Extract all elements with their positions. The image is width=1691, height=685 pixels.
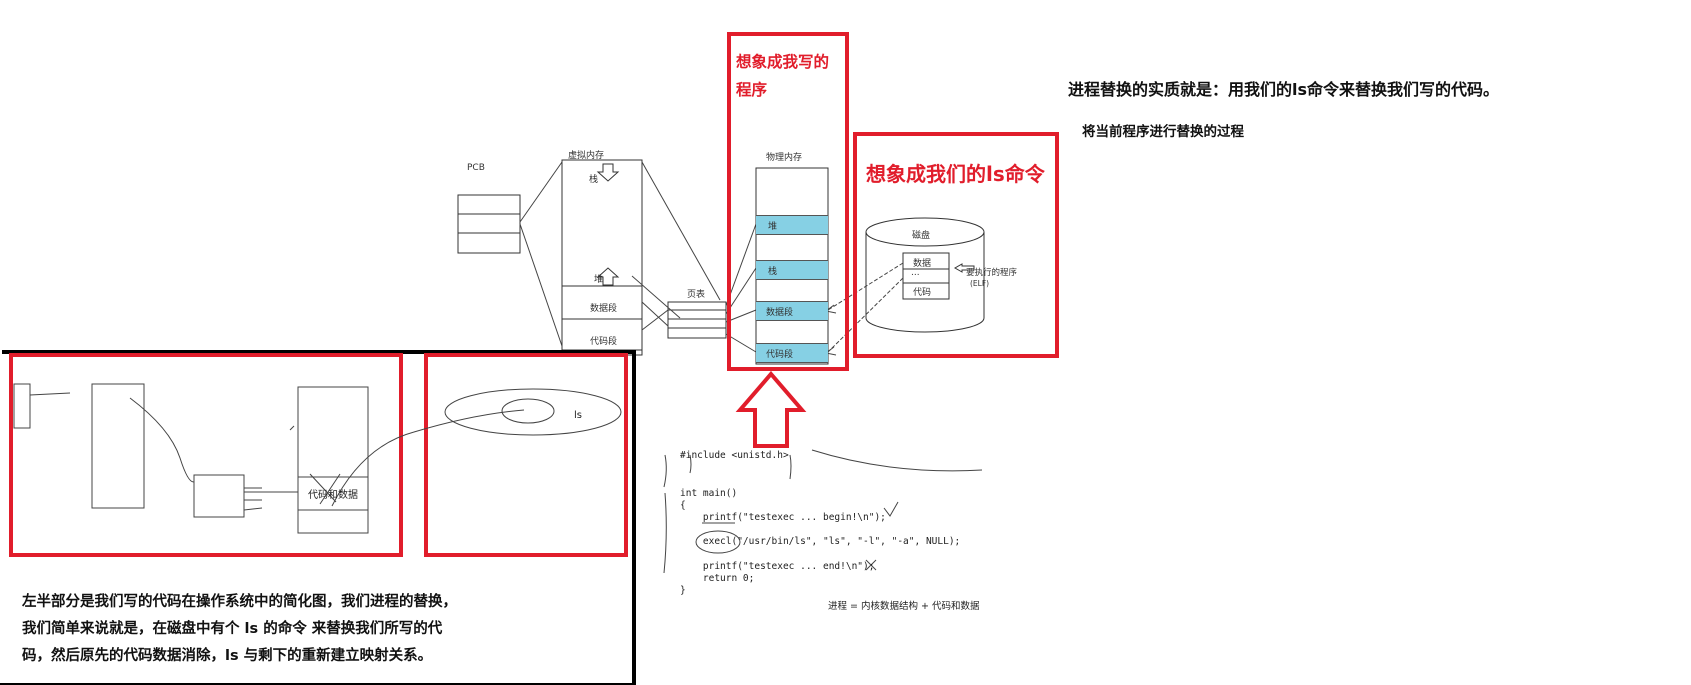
vm-to-pagetable-lines: [631, 161, 721, 331]
explanation-line-2: 我们简单来说就是，在磁盘中有个 ls 的命令 来替换我们所写的代: [22, 621, 443, 637]
process-formula: 进程 = 内核数据结构 + 代码和数据: [828, 601, 980, 612]
phys-code-label: 代码段: [766, 350, 794, 360]
code-line-3: int main(): [680, 488, 738, 499]
phys-code-segment: 代码段: [756, 343, 828, 363]
ls-command-highlight: [853, 132, 1059, 358]
lower-frame: [2, 350, 636, 685]
disk-dots-label: ...: [911, 268, 920, 278]
virtual-memory-column: [561, 159, 643, 356]
explanation-line-3: 码，然后原先的代码数据消除，ls 与剩下的重新建立映射关系。: [22, 648, 433, 664]
lower-ls-label: ls: [574, 410, 582, 421]
program-to-run-label: 要执行的程序: [966, 268, 1018, 278]
lower-left-highlight: [9, 353, 403, 557]
code-line-4: {: [680, 500, 686, 511]
top-note-subtitle: 将当前程序进行替换的过程: [1082, 124, 1244, 140]
vm-data-segment-label: 数据段: [590, 304, 618, 314]
lower-sketch: [13, 383, 622, 534]
pcb-box: [457, 194, 521, 254]
my-program-label: 想象成我写的程序: [736, 53, 830, 99]
elf-label: (ELF): [970, 279, 990, 288]
disk-data-label: 数据: [913, 259, 932, 269]
top-note-title: 进程替换的实质就是：用我们的ls命令来替换我们写的代码。: [1068, 80, 1500, 99]
phys-data-label: 数据段: [766, 308, 794, 318]
phys-stack-label: 栈: [768, 267, 778, 277]
code-line-7: execl("/usr/bin/ls", "ls", "-l", "-a", N…: [680, 536, 961, 547]
phys-data-segment: 数据段: [756, 301, 828, 321]
lower-right-highlight: [424, 353, 628, 557]
code-line-1: #include <unistd.h>: [680, 450, 789, 461]
code-sketch-marks: [663, 449, 983, 574]
code-line-10: return 0;: [680, 573, 755, 584]
code-line-9: printf("testexec ... end!\n");: [680, 561, 875, 572]
vm-code-segment-label: 代码段: [590, 337, 618, 347]
vm-stack-label: 栈: [589, 175, 599, 185]
disk-cylinder: [865, 217, 985, 333]
explanation-line-1: 左半部分是我们写的代码在操作系统中的简化图，我们进程的替换，: [22, 594, 457, 610]
physical-memory-label: 物理内存: [766, 153, 803, 163]
code-line-5: printf("testexec ... begin!\n");: [680, 512, 886, 523]
my-program-highlight: [727, 32, 849, 371]
lower-code-and-data-label: 代码和数据: [308, 490, 358, 501]
code-line-11: }: [680, 585, 686, 596]
disk-code-label: 代码: [913, 288, 932, 298]
pcb-label: PCB: [467, 163, 485, 173]
disk-to-physical-lines: [827, 262, 904, 353]
phys-heap-segment: 堆: [756, 215, 828, 235]
virtual-memory-label: 虚拟内存: [568, 151, 605, 161]
phys-stack-segment: 栈: [756, 260, 828, 280]
vm-growth-arrows: [596, 163, 620, 286]
page-table-label: 页表: [687, 290, 706, 300]
pcb-links: [519, 161, 563, 347]
ls-command-label: 想象成我们的ls命令: [866, 162, 1045, 186]
vm-heap-label: 堆: [594, 275, 604, 285]
disk-label: 磁盘: [912, 231, 931, 241]
phys-heap-label: 堆: [768, 222, 778, 232]
up-arrow-icon: [735, 370, 807, 448]
page-table: [667, 301, 727, 339]
